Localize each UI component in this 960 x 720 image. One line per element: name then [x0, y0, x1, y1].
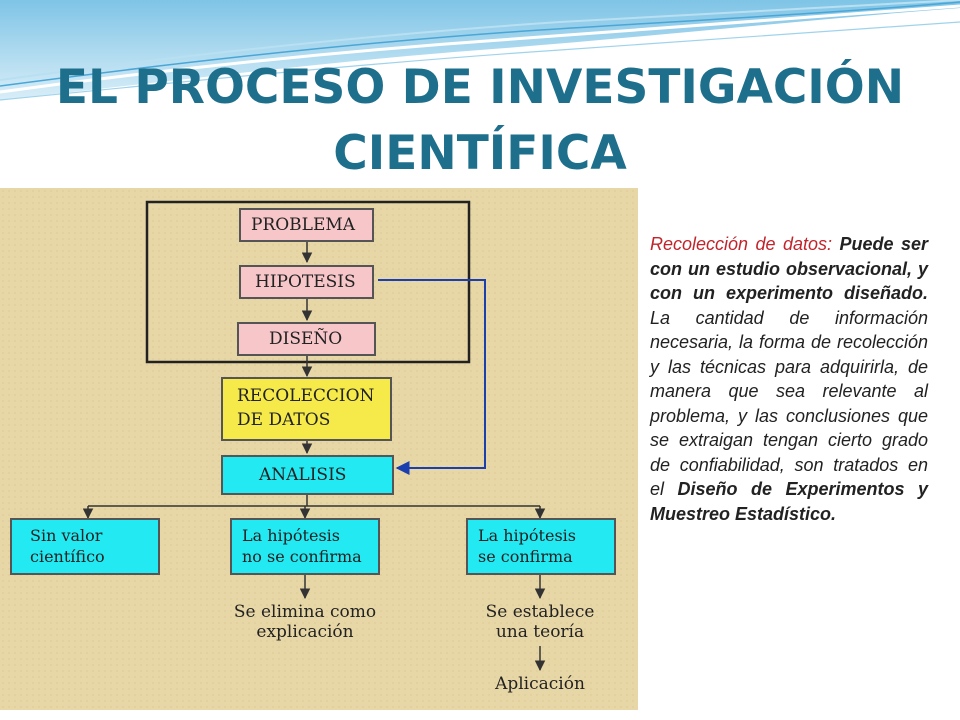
page-title: EL PROCESO DE INVESTIGACIÓN CIENTÍFICA	[55, 60, 905, 181]
description-bold-2: Diseño de Experimentos y Muestreo Estadí…	[650, 479, 928, 524]
outcome-no-confirma-line2: no se confirma	[242, 547, 362, 566]
step-problema-label: PROBLEMA	[251, 215, 356, 235]
step-problema: PROBLEMA	[239, 208, 374, 242]
outcome-sin-valor-line1: Sin valor	[30, 526, 103, 545]
result-teoria-line1: Se establece	[485, 602, 595, 622]
planning-group-frame	[145, 200, 471, 364]
result-teoria: Se establece una teoría	[470, 602, 610, 642]
description-paragraph: Recolección de datos: Puede ser con un e…	[650, 232, 928, 526]
result-aplicacion-label: Aplicación	[495, 674, 585, 694]
step-recoleccion: RECOLECCION DE DATOS	[221, 377, 392, 441]
decorative-wave-header	[0, 0, 960, 101]
outcome-sin-valor-line2: científico	[30, 547, 105, 566]
process-diagram-panel: PROBLEMA HIPOTESIS DISEÑO RECOLECCION DE…	[0, 188, 638, 710]
feedback-arrow	[378, 279, 486, 475]
outcome-no-confirma-line1: La hipótesis	[242, 526, 340, 545]
diagram-connectors	[82, 200, 546, 672]
result-elimina: Se elimina como explicación	[220, 602, 390, 642]
step-diseno-label: DISEÑO	[269, 329, 343, 349]
description-bold-1: Puede ser con un estudio observacional, …	[650, 234, 929, 303]
step-hipotesis: HIPOTESIS	[239, 265, 374, 299]
result-teoria-line2: una teoría	[495, 622, 585, 642]
step-analisis-label: ANALISIS	[259, 465, 347, 485]
description-lead: Recolección de datos:	[650, 234, 833, 254]
outcome-no-confirma: La hipótesis no se confirma	[230, 518, 380, 575]
result-aplicacion: Aplicación	[480, 674, 600, 694]
outcome-sin-valor: Sin valor científico	[10, 518, 160, 575]
step-hipotesis-label: HIPOTESIS	[255, 272, 356, 292]
description-body: La cantidad de información necesaria, la…	[650, 307, 928, 500]
step-analisis: ANALISIS	[221, 455, 394, 495]
step-diseno: DISEÑO	[237, 322, 376, 356]
outcome-confirma: La hipótesis se confirma	[466, 518, 616, 575]
result-elimina-line2: explicación	[256, 622, 354, 642]
outcome-confirma-line2: se confirma	[478, 547, 573, 566]
result-elimina-line1: Se elimina como	[233, 602, 377, 622]
outcome-confirma-line1: La hipótesis	[478, 526, 576, 545]
step-recoleccion-line1: RECOLECCION	[237, 386, 375, 406]
step-recoleccion-line2: DE DATOS	[237, 410, 331, 430]
